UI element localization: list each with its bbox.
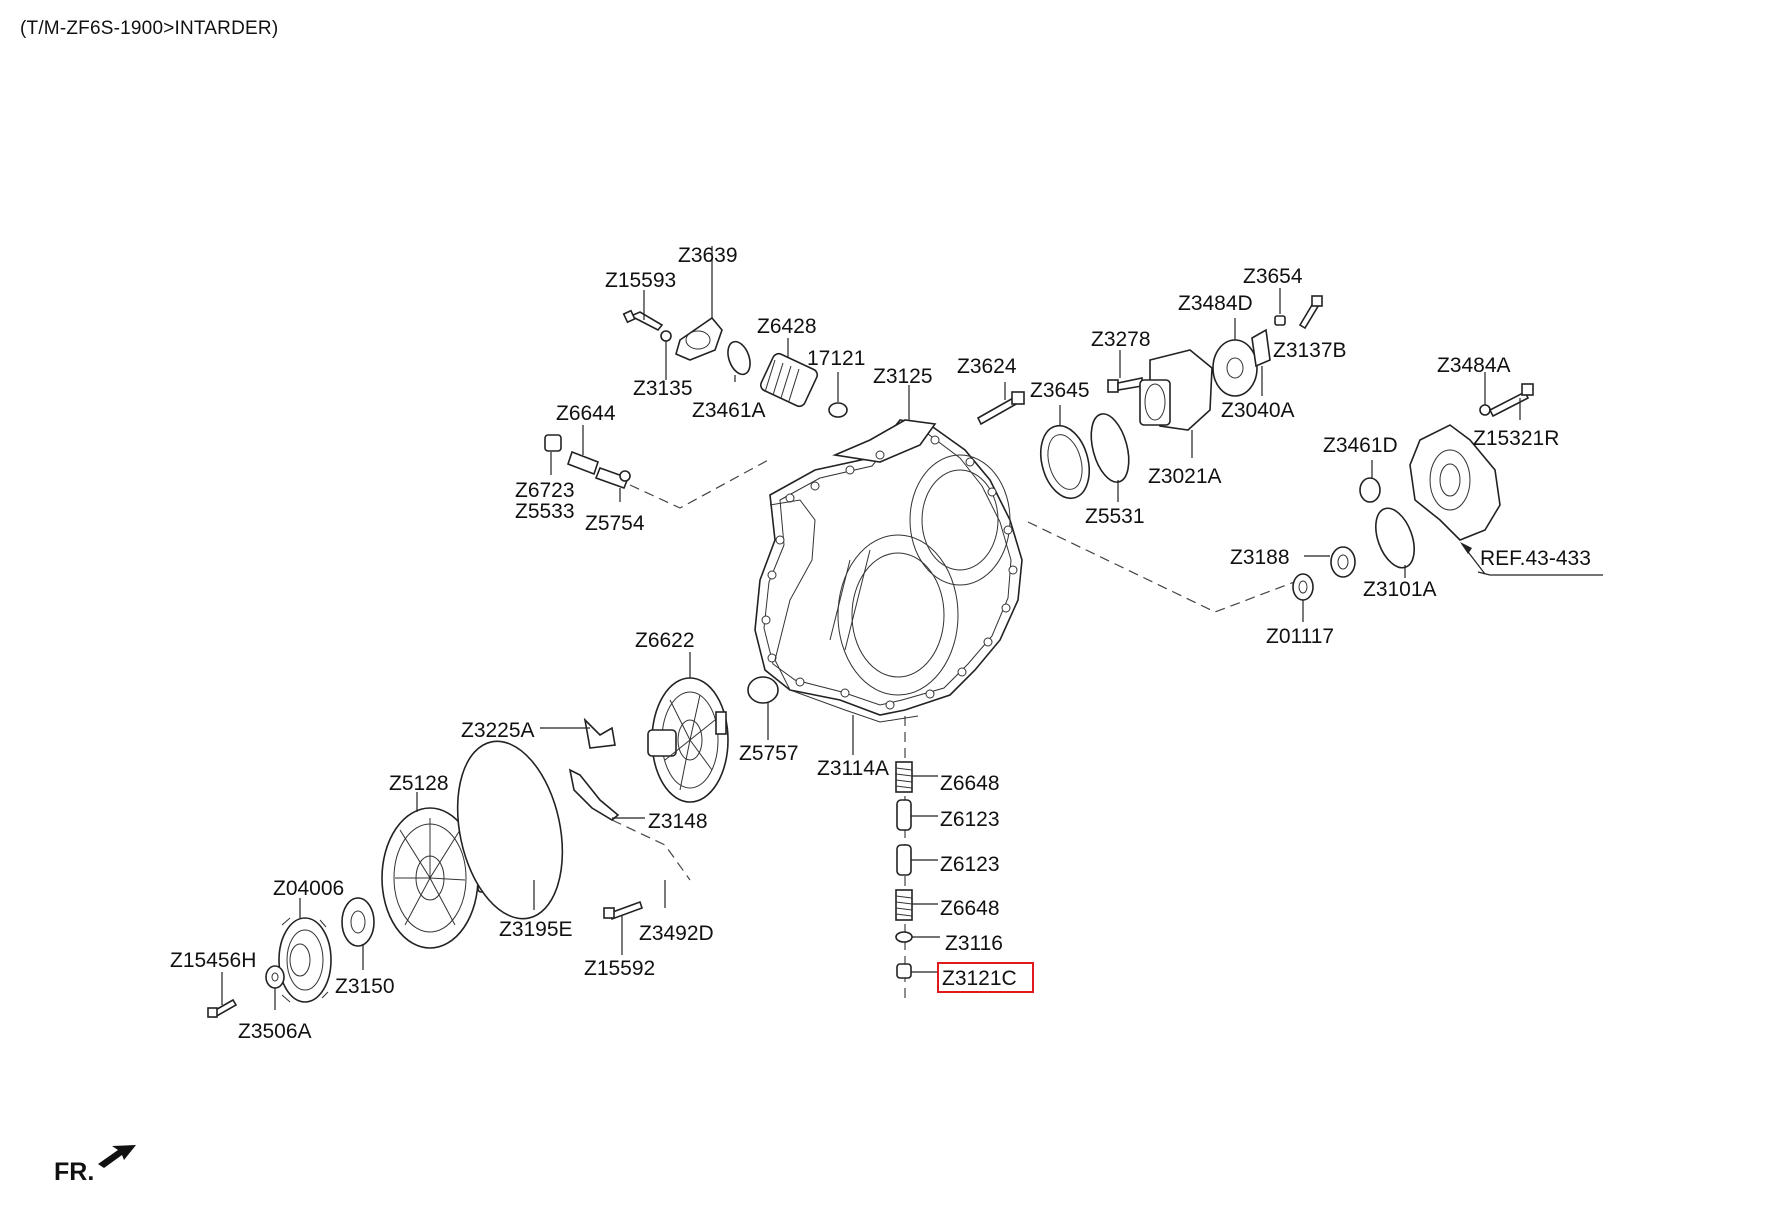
diagram-title: (T/M-ZF6S-1900>INTARDER)	[20, 18, 279, 39]
washer	[1479, 404, 1491, 416]
bolt	[1488, 383, 1534, 418]
flange-washer	[1212, 339, 1258, 397]
label-Z3195E: Z3195E	[499, 918, 573, 941]
label-Z3645: Z3645	[1030, 379, 1090, 402]
flange	[1139, 349, 1213, 431]
label-Z6123-lower: Z6123	[940, 853, 1000, 876]
label-Z04006: Z04006	[273, 877, 344, 900]
bolt	[1298, 295, 1323, 330]
cover-plate	[675, 316, 723, 361]
lock-plate	[1251, 328, 1271, 368]
label-Z15456H: Z15456H	[170, 949, 256, 972]
label-Z6123-upper: Z6123	[940, 808, 1000, 831]
label-Z15593: Z15593	[605, 269, 676, 292]
bolt	[603, 900, 644, 921]
label-Z3021A: Z3021A	[1148, 465, 1222, 488]
plug-valve-group	[544, 434, 631, 490]
assembly-line	[611, 819, 691, 881]
label-Z3461D: Z3461D	[1323, 434, 1398, 457]
gasket-outline	[769, 499, 919, 723]
bolt	[622, 309, 664, 332]
snap-ring	[828, 402, 848, 418]
label-Z6622: Z6622	[635, 629, 695, 652]
label-Z3225A: Z3225A	[461, 719, 535, 742]
ref-arrow	[1477, 571, 1603, 576]
label-Z15592: Z15592	[584, 957, 655, 980]
selected-part-highlight[interactable]	[937, 962, 1034, 993]
thrust-half-ring	[583, 717, 616, 749]
piston	[896, 844, 912, 876]
large-o-ring	[456, 740, 564, 920]
label-Z3484A: Z3484A	[1437, 354, 1511, 377]
label-Z5533: Z5533	[515, 500, 575, 523]
reference-housing	[1409, 424, 1501, 541]
seal-ring	[1040, 424, 1090, 500]
bolt	[976, 391, 1025, 426]
label-Z3624: Z3624	[957, 355, 1017, 378]
front-direction-label: FR.	[54, 1158, 95, 1186]
drive-gear	[278, 917, 332, 1003]
label-Z6648-lower: Z6648	[940, 897, 1000, 920]
label-Z3101A: Z3101A	[1363, 578, 1437, 601]
label-Z3484D: Z3484D	[1178, 292, 1253, 315]
assembly-line	[629, 457, 773, 509]
label-Z3135: Z3135	[633, 377, 693, 400]
washer	[1292, 573, 1314, 601]
label-Z3639: Z3639	[678, 244, 738, 267]
label-Z3492D: Z3492D	[639, 922, 714, 945]
stator-wheel	[647, 677, 729, 803]
thrust-half-ring	[568, 768, 620, 821]
o-ring	[1375, 507, 1415, 569]
label-Z3125: Z3125	[873, 365, 933, 388]
label-Z3148: Z3148	[648, 810, 708, 833]
front-arrow-icon	[98, 1145, 136, 1168]
oil-filter	[759, 352, 819, 408]
label-Z5531: Z5531	[1085, 505, 1145, 528]
transmission-housing	[754, 419, 1023, 716]
label-Z3278: Z3278	[1091, 328, 1151, 351]
bolt	[1107, 377, 1143, 393]
label-Z3506A: Z3506A	[238, 1020, 312, 1043]
spring	[895, 761, 913, 793]
washer	[660, 330, 672, 342]
label-17121: 17121	[807, 347, 865, 370]
label-Z3654: Z3654	[1243, 265, 1303, 288]
washer	[265, 965, 285, 989]
seal	[1330, 546, 1356, 578]
o-ring	[747, 676, 779, 704]
washer	[895, 931, 913, 943]
label-Z3150: Z3150	[335, 975, 395, 998]
label-Z01117: Z01117	[1266, 625, 1334, 648]
label-Z3040A: Z3040A	[1221, 399, 1295, 422]
label-Z3137B: Z3137B	[1273, 339, 1347, 362]
label-Z3114A: Z3114A	[817, 757, 889, 780]
label-Z6644: Z6644	[556, 402, 616, 425]
bearing	[341, 897, 375, 947]
label-Z6648-upper: Z6648	[940, 772, 1000, 795]
label-Z6428: Z6428	[757, 315, 817, 338]
label-Z5128: Z5128	[389, 772, 449, 795]
label-Z5757: Z5757	[739, 742, 799, 765]
label-REF: REF.43-433	[1480, 547, 1591, 570]
o-ring	[727, 340, 751, 376]
o-ring	[1359, 477, 1381, 503]
label-Z6723: Z6723	[515, 479, 575, 502]
spring	[895, 889, 913, 921]
label-Z15321R: Z15321R	[1473, 427, 1559, 450]
plug	[896, 963, 912, 979]
label-Z3461A: Z3461A	[692, 399, 766, 422]
label-Z3116: Z3116	[945, 932, 1003, 955]
assembly-line	[1027, 521, 1306, 613]
label-Z3121C: Z3121C	[942, 967, 1017, 990]
o-ring	[1090, 413, 1130, 483]
label-Z5754: Z5754	[585, 512, 645, 535]
ref-arrowhead	[1460, 542, 1472, 554]
label-Z3188: Z3188	[1230, 546, 1290, 569]
nut	[1274, 315, 1286, 326]
piston	[896, 799, 912, 831]
bolt	[207, 998, 238, 1019]
